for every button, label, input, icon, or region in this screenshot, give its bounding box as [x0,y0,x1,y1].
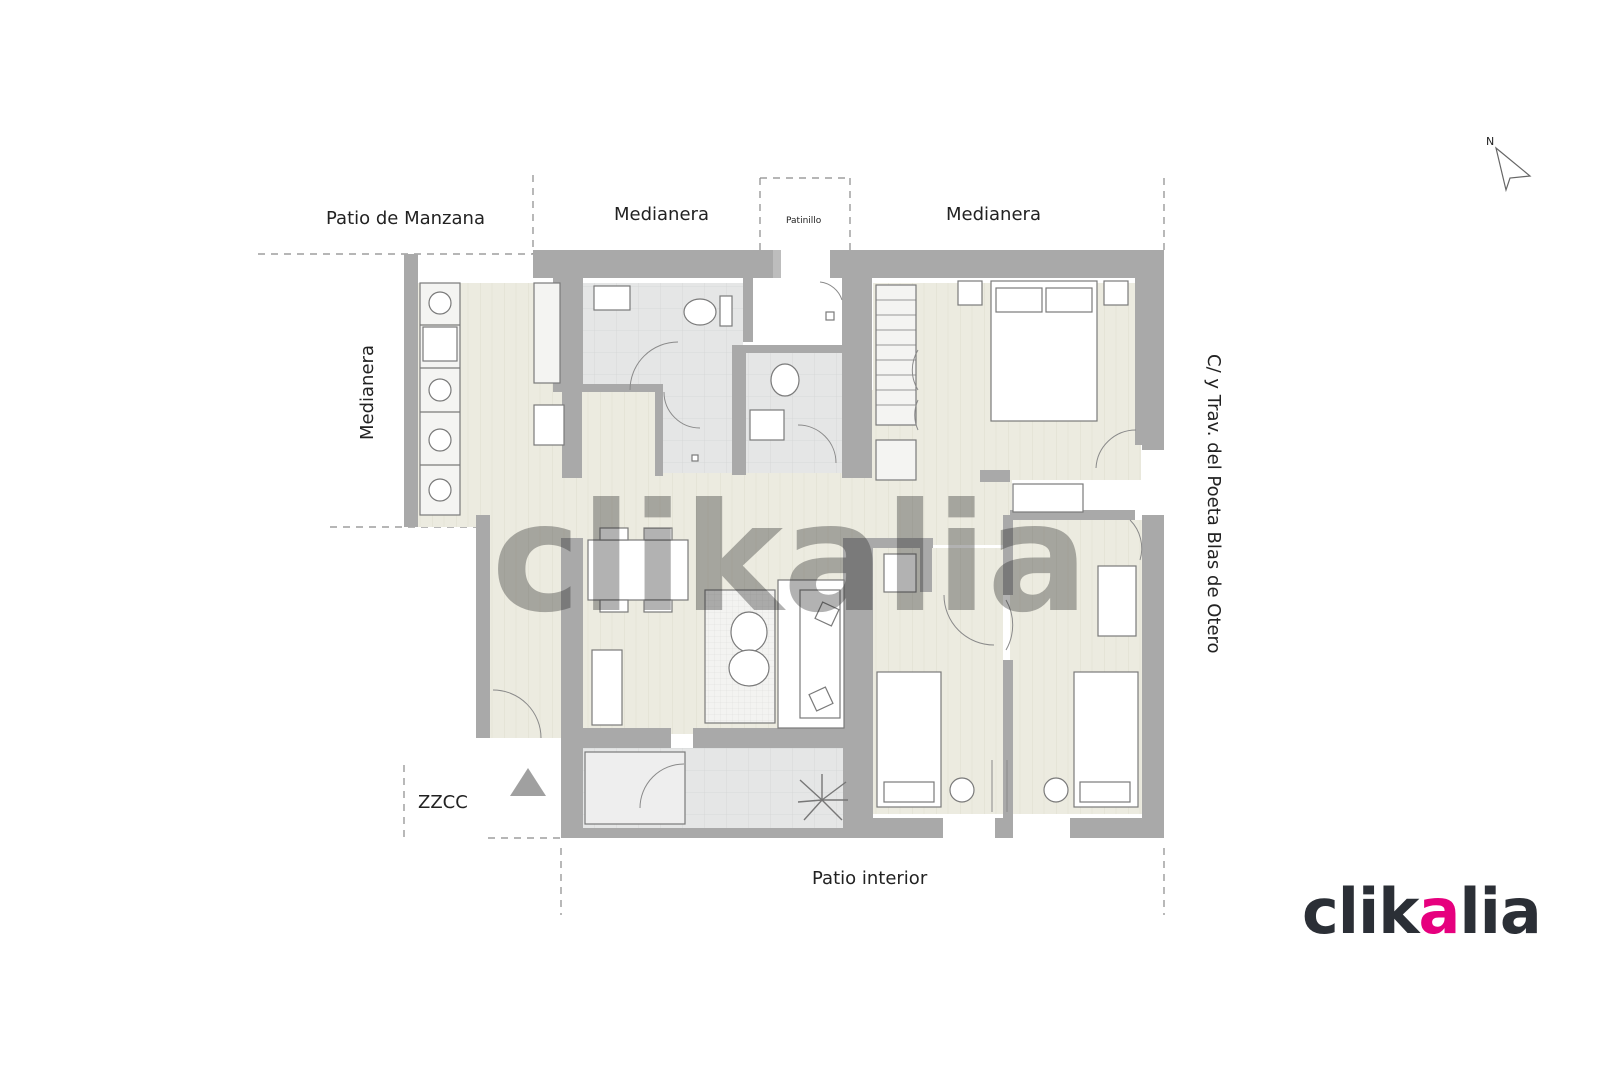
label-patinillo: Patinillo [786,216,822,226]
brand-logo: clikalia [1302,872,1542,952]
doors [492,281,1143,812]
label-patio-interior: Patio interior [812,868,928,889]
walls [404,250,1164,838]
label-zzcc: ZZCC [418,792,468,813]
furniture [419,280,1139,825]
label-north: N [1486,135,1494,148]
label-street: C/ y Trav. del Poeta Blas de Otero [1203,354,1224,654]
label-medianera-top-center: Medianera [614,204,709,225]
north-arrow-icon [1495,146,1532,193]
label-medianera-top-right: Medianera [946,204,1041,225]
label-patio-manzana: Patio de Manzana [326,208,485,229]
brand-logo-text: clikalia [1302,875,1542,948]
label-medianera-left: Medianera [357,345,378,440]
entrance-arrow-icon [510,768,546,796]
watermark: clikalia [492,472,1089,646]
plant-icon [797,774,848,821]
